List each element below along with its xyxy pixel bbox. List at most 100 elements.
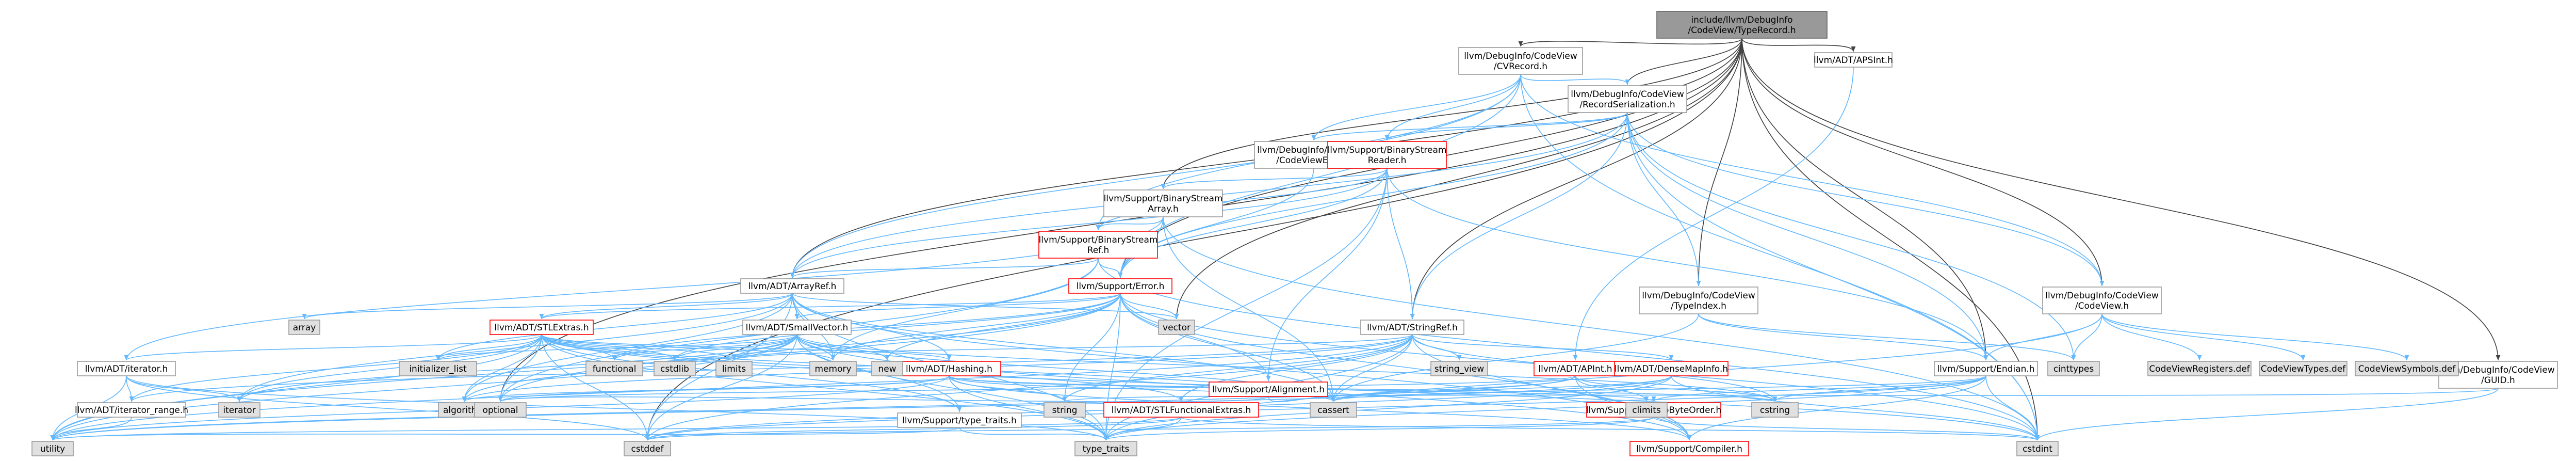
node-cstddef[interactable]: cstddef xyxy=(624,441,671,456)
node-box xyxy=(1103,189,1223,217)
node-optional[interactable]: optional xyxy=(474,402,527,418)
node-box xyxy=(654,361,696,376)
node-box xyxy=(1934,361,2038,376)
node-box xyxy=(809,361,857,376)
node-stringref[interactable]: llvm/ADT/StringRef.h xyxy=(1360,320,1464,335)
edge-bsarray-to-cassert xyxy=(1163,216,1336,402)
node-label: type_traits xyxy=(1083,444,1130,454)
edge-root-to-codeview xyxy=(1741,38,2105,287)
edge-smallvector-to-new xyxy=(796,334,890,361)
node-label: limits xyxy=(722,364,746,374)
node-label: CodeViewSymbols.def xyxy=(2358,364,2456,374)
node-string[interactable]: string xyxy=(1044,402,1086,418)
edge-smallvector-to-type_traits xyxy=(796,334,1108,441)
edge-arrayref-to-stlextras xyxy=(539,293,793,320)
node-limits[interactable]: limits xyxy=(715,361,753,376)
edge-cvrecord-to-recordser xyxy=(1520,74,1630,85)
edge-root-to-apsint xyxy=(1741,38,1856,52)
node-box xyxy=(1568,85,1687,113)
node-box xyxy=(897,361,1001,376)
edge-stlfunc-to-cstddef xyxy=(645,417,1182,441)
node-stlextras[interactable]: llvm/ADT/STLExtras.h xyxy=(490,320,594,335)
edge-cvrecord-to-bsreader xyxy=(1384,74,1521,141)
node-new[interactable]: new xyxy=(871,361,903,376)
edge-swapbyte-to-cstddef xyxy=(645,417,1654,441)
edge-recordser-to-stringref xyxy=(1410,112,1628,320)
node-vector[interactable]: vector xyxy=(1158,320,1195,335)
edge-densemapinfo-to-type_traits xyxy=(1103,375,1672,441)
node-iterator[interactable]: llvm/ADT/iterator.h xyxy=(77,361,176,376)
node-label: /CodeView.h xyxy=(2075,301,2129,311)
node-initializer-list[interactable]: initializer_list xyxy=(399,361,477,376)
edge-swapbyte-to-cstdint xyxy=(1653,417,2040,441)
edge-stlextras-to-functional xyxy=(541,334,617,361)
node-hashing[interactable]: llvm/ADT/Hashing.h xyxy=(897,361,1001,376)
edge-cvrecord-to-arrayref xyxy=(790,74,1521,278)
node-root[interactable]: include/llvm/DebugInfo/CodeView/TypeReco… xyxy=(1656,11,1828,39)
node-climits[interactable]: climits xyxy=(1625,402,1668,418)
edge-smallvector-to-cstddef xyxy=(645,334,797,441)
node-box xyxy=(2016,441,2059,456)
node-box xyxy=(1458,47,1583,75)
node-compiler[interactable]: llvm/Support/Compiler.h xyxy=(1629,441,1749,456)
edge-recordser-to-endian xyxy=(1627,112,1988,361)
node-iterator-std[interactable]: iterator xyxy=(218,402,260,418)
edge-error-to-functional xyxy=(612,293,1121,361)
node-alignment[interactable]: llvm/Support/Alignment.h xyxy=(1209,381,1328,397)
edge-bsreader-to-bsarray xyxy=(1161,168,1388,189)
edge-smallvector-to-memory xyxy=(796,334,836,361)
node-box xyxy=(1814,52,1893,68)
node-cinttypes[interactable]: cinttypes xyxy=(2047,361,2100,376)
node-typetraits[interactable]: llvm/Support/type_traits.h xyxy=(897,412,1022,428)
node-label: /CodeView/TypeRecord.h xyxy=(1688,25,1796,36)
node-box xyxy=(1327,141,1447,169)
node-cstring[interactable]: cstring xyxy=(1751,402,1799,418)
node-array[interactable]: array xyxy=(288,320,320,335)
node-label: llvm/ADT/iterator.h xyxy=(85,364,168,374)
node-string-view[interactable]: string_view xyxy=(1430,361,1488,376)
node-cvrecord[interactable]: llvm/DebugInfo/CodeView/CVRecord.h xyxy=(1458,47,1583,75)
node-functional[interactable]: functional xyxy=(585,361,643,376)
node-box xyxy=(288,320,320,335)
edge-stlextras-to-iterator_std xyxy=(237,334,542,402)
node-cvsymbols[interactable]: CodeViewSymbols.def xyxy=(2355,361,2459,376)
node-cvtypes[interactable]: CodeViewTypes.def xyxy=(2259,361,2347,376)
node-box xyxy=(1656,11,1828,39)
edge-iterator-to-iterator_std xyxy=(126,375,242,402)
edge-typetraits-to-type_traits xyxy=(959,427,1108,441)
node-endian[interactable]: llvm/Support/Endian.h xyxy=(1934,361,2038,376)
node-box xyxy=(2147,361,2252,376)
edge-bsreader-to-endian xyxy=(1387,168,1988,361)
node-codeview[interactable]: llvm/DebugInfo/CodeView/CodeView.h xyxy=(2042,287,2162,314)
edge-bsreader-to-arrayref xyxy=(790,168,1388,278)
edge-typeindex-to-cinttypes xyxy=(1698,313,2076,361)
node-smallvector[interactable]: llvm/ADT/SmallVector.h xyxy=(742,320,852,335)
node-error[interactable]: llvm/Support/Error.h xyxy=(1068,278,1172,294)
edge-root-to-cvrecord xyxy=(1518,38,1742,47)
node-recordser[interactable]: llvm/DebugInfo/CodeView/RecordSerializat… xyxy=(1568,85,1687,113)
node-cassert[interactable]: cassert xyxy=(1310,402,1357,418)
edge-recordser-to-cinttypes xyxy=(1627,112,2076,361)
node-stlfunc[interactable]: llvm/ADT/STLFunctionalExtras.h xyxy=(1103,402,1259,418)
node-apint[interactable]: llvm/ADT/APInt.h xyxy=(1534,361,1617,376)
node-densemapinfo[interactable]: llvm/ADT/DenseMapInfo.h xyxy=(1614,361,1729,376)
node-utility[interactable]: utility xyxy=(31,441,74,456)
node-apsint[interactable]: llvm/ADT/APSInt.h xyxy=(1814,52,1893,68)
node-arrayref[interactable]: llvm/ADT/ArrayRef.h xyxy=(740,278,844,294)
node-cstdlib[interactable]: cstdlib xyxy=(654,361,696,376)
edge-apint-to-climits xyxy=(1575,375,1649,402)
node-memory[interactable]: memory xyxy=(809,361,857,376)
node-typeindex[interactable]: llvm/DebugInfo/CodeView/TypeIndex.h xyxy=(1639,287,1758,314)
node-label: llvm/ADT/APSInt.h xyxy=(1814,55,1893,66)
node-iterrange[interactable]: llvm/ADT/iterator_range.h xyxy=(75,402,188,418)
node-type-traits[interactable]: type_traits xyxy=(1074,441,1137,456)
node-cstdint[interactable]: cstdint xyxy=(2016,441,2059,456)
node-box xyxy=(715,361,753,376)
node-box xyxy=(218,402,260,418)
edge-root-to-vector xyxy=(1174,38,1742,320)
node-cvregisters[interactable]: CodeViewRegisters.def xyxy=(2147,361,2252,376)
edge-recordser-to-cstdint xyxy=(1627,112,2040,441)
